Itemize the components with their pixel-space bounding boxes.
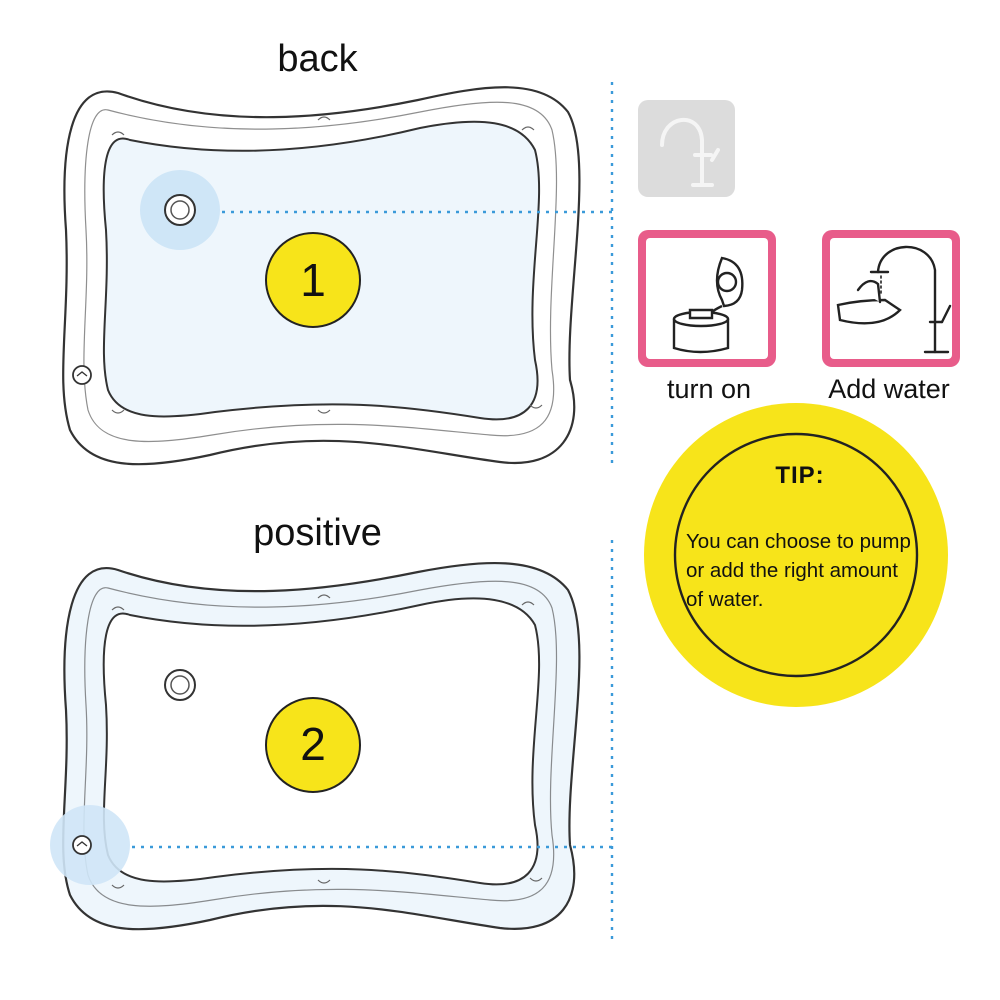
positive-plug [72, 835, 92, 855]
back-mat [62, 86, 581, 466]
tip-text: You can choose to pump or add the right … [686, 530, 911, 611]
turn-on-tile [638, 230, 776, 367]
positive-mat-pinches [111, 594, 543, 889]
faucet-inactive-tile [638, 100, 735, 197]
back-view-label: back [277, 38, 358, 80]
positive-mat-seam [83, 580, 558, 907]
back-plug-mark [76, 371, 88, 377]
tip-title: TIP: [775, 462, 825, 489]
back-plug [72, 365, 92, 385]
dotted-guides [132, 82, 614, 942]
positive-valve-inner [170, 675, 190, 695]
tip-callout [644, 403, 948, 707]
step2-number: 2 [300, 718, 326, 770]
valve-cap-icon [672, 256, 744, 354]
faucet-add-water-icon [836, 245, 952, 354]
add-water-label: Add water [828, 374, 950, 404]
step1-number: 1 [300, 254, 326, 306]
positive-mat [50, 562, 581, 931]
back-valve-inner [170, 200, 190, 220]
faucet-inactive-icon [660, 118, 720, 187]
back-mat-seam [83, 101, 558, 443]
positive-view-label: positive [253, 512, 382, 554]
back-mat-pinches [111, 116, 543, 414]
add-water-tile [822, 230, 960, 367]
step2-badge [265, 697, 361, 793]
turn-on-label: turn on [666, 374, 752, 404]
positive-plug-mark [76, 841, 88, 847]
step1-badge [265, 232, 361, 328]
